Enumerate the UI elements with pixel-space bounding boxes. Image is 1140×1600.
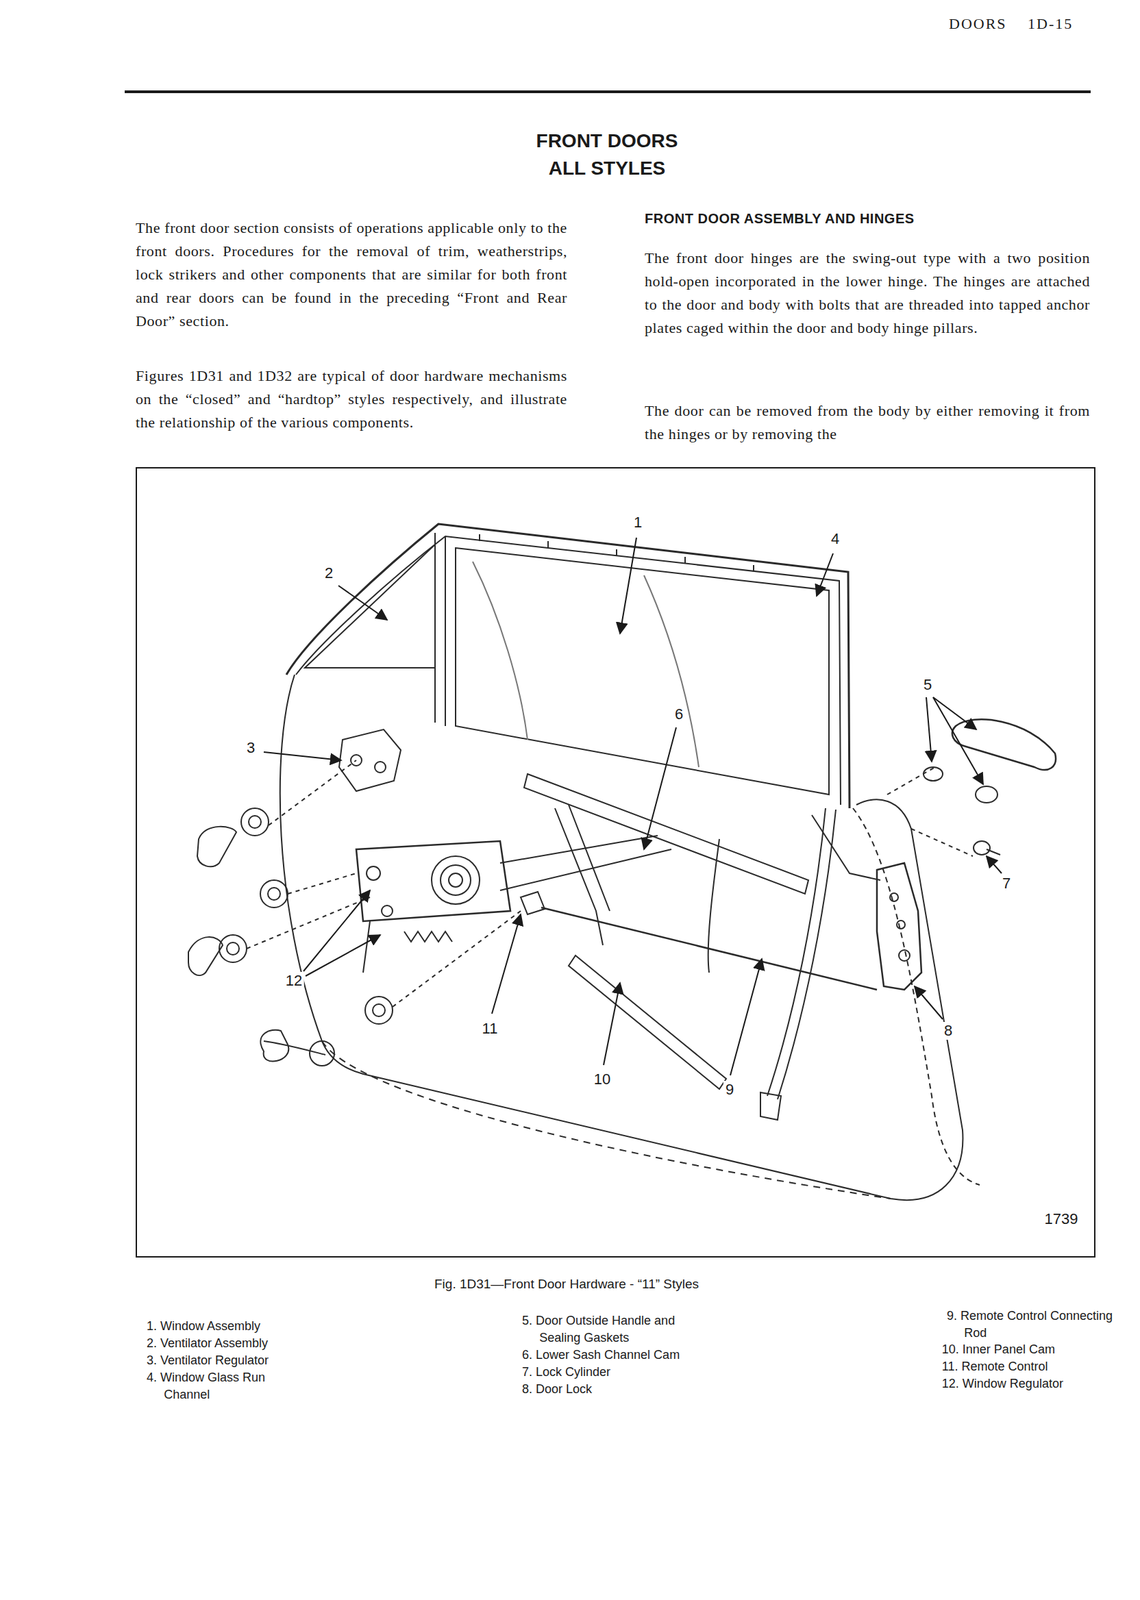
parts-list-item: 4. Window Glass Run Channel <box>146 1369 284 1404</box>
parts-list-item: 9. Remote Control Connecting Rod <box>946 1307 1122 1343</box>
callout-number: 6 <box>672 705 686 724</box>
parts-list-item: 11. Remote Control <box>942 1358 1131 1376</box>
body-paragraph: The front door section consists of opera… <box>135 216 568 333</box>
page-number: 1D-15 <box>1027 15 1073 33</box>
parts-list-item: 10. Inner Panel Cam <box>942 1341 1131 1359</box>
page-title: FRONT DOORS ALL STYLES <box>524 127 690 183</box>
callout-number: 3 <box>244 739 257 758</box>
body-paragraph: The front door hinges are the swing-out … <box>644 246 1090 340</box>
leader-lines <box>263 537 1002 1076</box>
section-heading: FRONT DOOR ASSEMBLY AND HINGES <box>644 211 915 227</box>
figure-code: 1739 <box>1042 1210 1081 1229</box>
body-paragraph: The door can be removed from the body by… <box>644 399 1090 446</box>
callout-number: 12 <box>283 972 305 990</box>
header-rule <box>124 90 1091 94</box>
callout-number: 1 <box>631 513 644 532</box>
callout-number: 7 <box>1000 874 1013 893</box>
parts-list-item: 7. Lock Cylinder <box>522 1364 800 1382</box>
callout-number: 5 <box>921 676 934 695</box>
parts-list-item: 1. Window Assembly <box>146 1318 383 1336</box>
callout-number: 8 <box>942 1022 955 1040</box>
figure-caption: Fig. 1D31—Front Door Hardware - “11” Sty… <box>434 1277 699 1293</box>
parts-list-item: 5. Door Outside Handle and Sealing Gaske… <box>522 1312 714 1347</box>
callout-number: 2 <box>322 564 336 583</box>
parts-list-item: 2. Ventilator Assembly <box>146 1335 383 1353</box>
callout-number: 11 <box>480 1020 501 1038</box>
callout-number: 9 <box>723 1081 736 1099</box>
callout-number: 10 <box>591 1070 613 1089</box>
parts-list-item: 12. Window Regulator <box>942 1375 1131 1393</box>
callout-number: 4 <box>828 530 842 549</box>
parts-list-item: 6. Lower Sash Channel Cam <box>522 1346 800 1365</box>
parts-list-item: 8. Door Lock <box>522 1381 800 1399</box>
parts-list-item: 3. Ventilator Regulator <box>146 1352 383 1370</box>
running-header: DOORS <box>948 15 1008 33</box>
body-paragraph: Figures 1D31 and 1D32 are typical of doo… <box>135 364 568 435</box>
door-drawing <box>188 524 1056 1201</box>
figure-frame <box>136 467 1095 1258</box>
